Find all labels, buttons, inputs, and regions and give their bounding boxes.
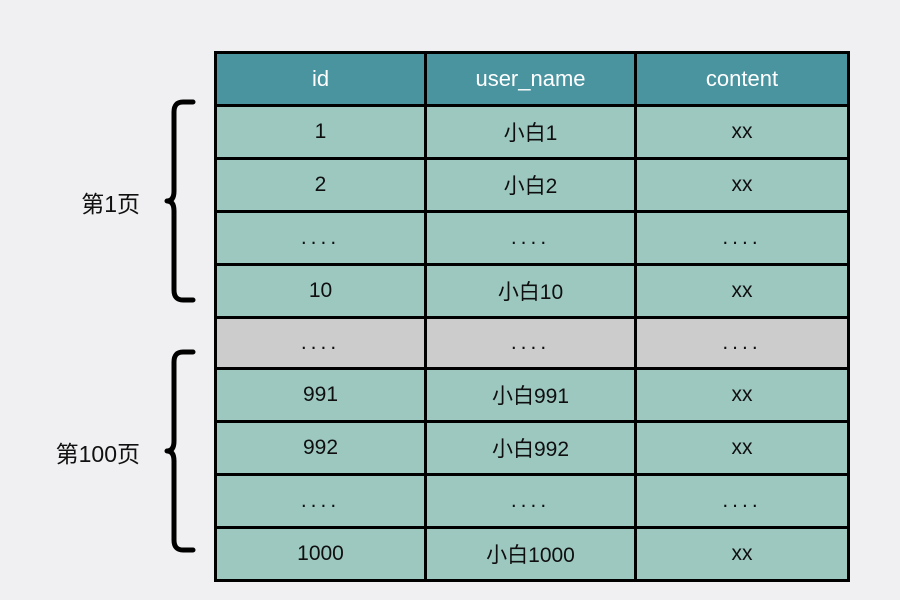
cell-user_name: 小白10 <box>424 263 637 319</box>
cell-content: .... <box>634 316 850 370</box>
brace-page-last <box>166 349 196 553</box>
table-row: ............ <box>214 210 850 266</box>
cell-user_name: 小白2 <box>424 157 637 213</box>
cell-content: xx <box>634 157 850 213</box>
cell-id: 10 <box>214 263 427 319</box>
cell-id: 991 <box>214 367 427 423</box>
cell-user_name: .... <box>424 473 637 529</box>
cell-content: .... <box>634 473 850 529</box>
cell-content: xx <box>634 420 850 476</box>
cell-id: 1000 <box>214 526 427 582</box>
cell-id: .... <box>214 316 427 370</box>
brace-page-first <box>166 99 196 303</box>
cell-user_name: 小白992 <box>424 420 637 476</box>
cell-content: xx <box>634 263 850 319</box>
column-header-user-name: user_name <box>424 51 637 107</box>
cell-id: .... <box>214 210 427 266</box>
table-header-row: id user_name content <box>214 51 850 107</box>
cell-id: .... <box>214 473 427 529</box>
cell-id: 2 <box>214 157 427 213</box>
cell-id: 992 <box>214 420 427 476</box>
column-header-content: content <box>634 51 850 107</box>
cell-user_name: .... <box>424 316 637 370</box>
label-page-last: 第100页 <box>55 441 140 467</box>
table-row: ............ <box>214 473 850 529</box>
cell-content: .... <box>634 210 850 266</box>
cell-user_name: 小白1 <box>424 104 637 160</box>
cell-content: xx <box>634 104 850 160</box>
column-header-id: id <box>214 51 427 107</box>
cell-content: xx <box>634 367 850 423</box>
label-page-first: 第1页 <box>81 191 140 217</box>
cell-content: xx <box>634 526 850 582</box>
cell-id: 1 <box>214 104 427 160</box>
table-row-ellipsis: ............ <box>214 316 850 370</box>
table-header: id user_name content <box>214 51 850 107</box>
cell-user_name: .... <box>424 210 637 266</box>
cell-user_name: 小白991 <box>424 367 637 423</box>
cell-user_name: 小白1000 <box>424 526 637 582</box>
